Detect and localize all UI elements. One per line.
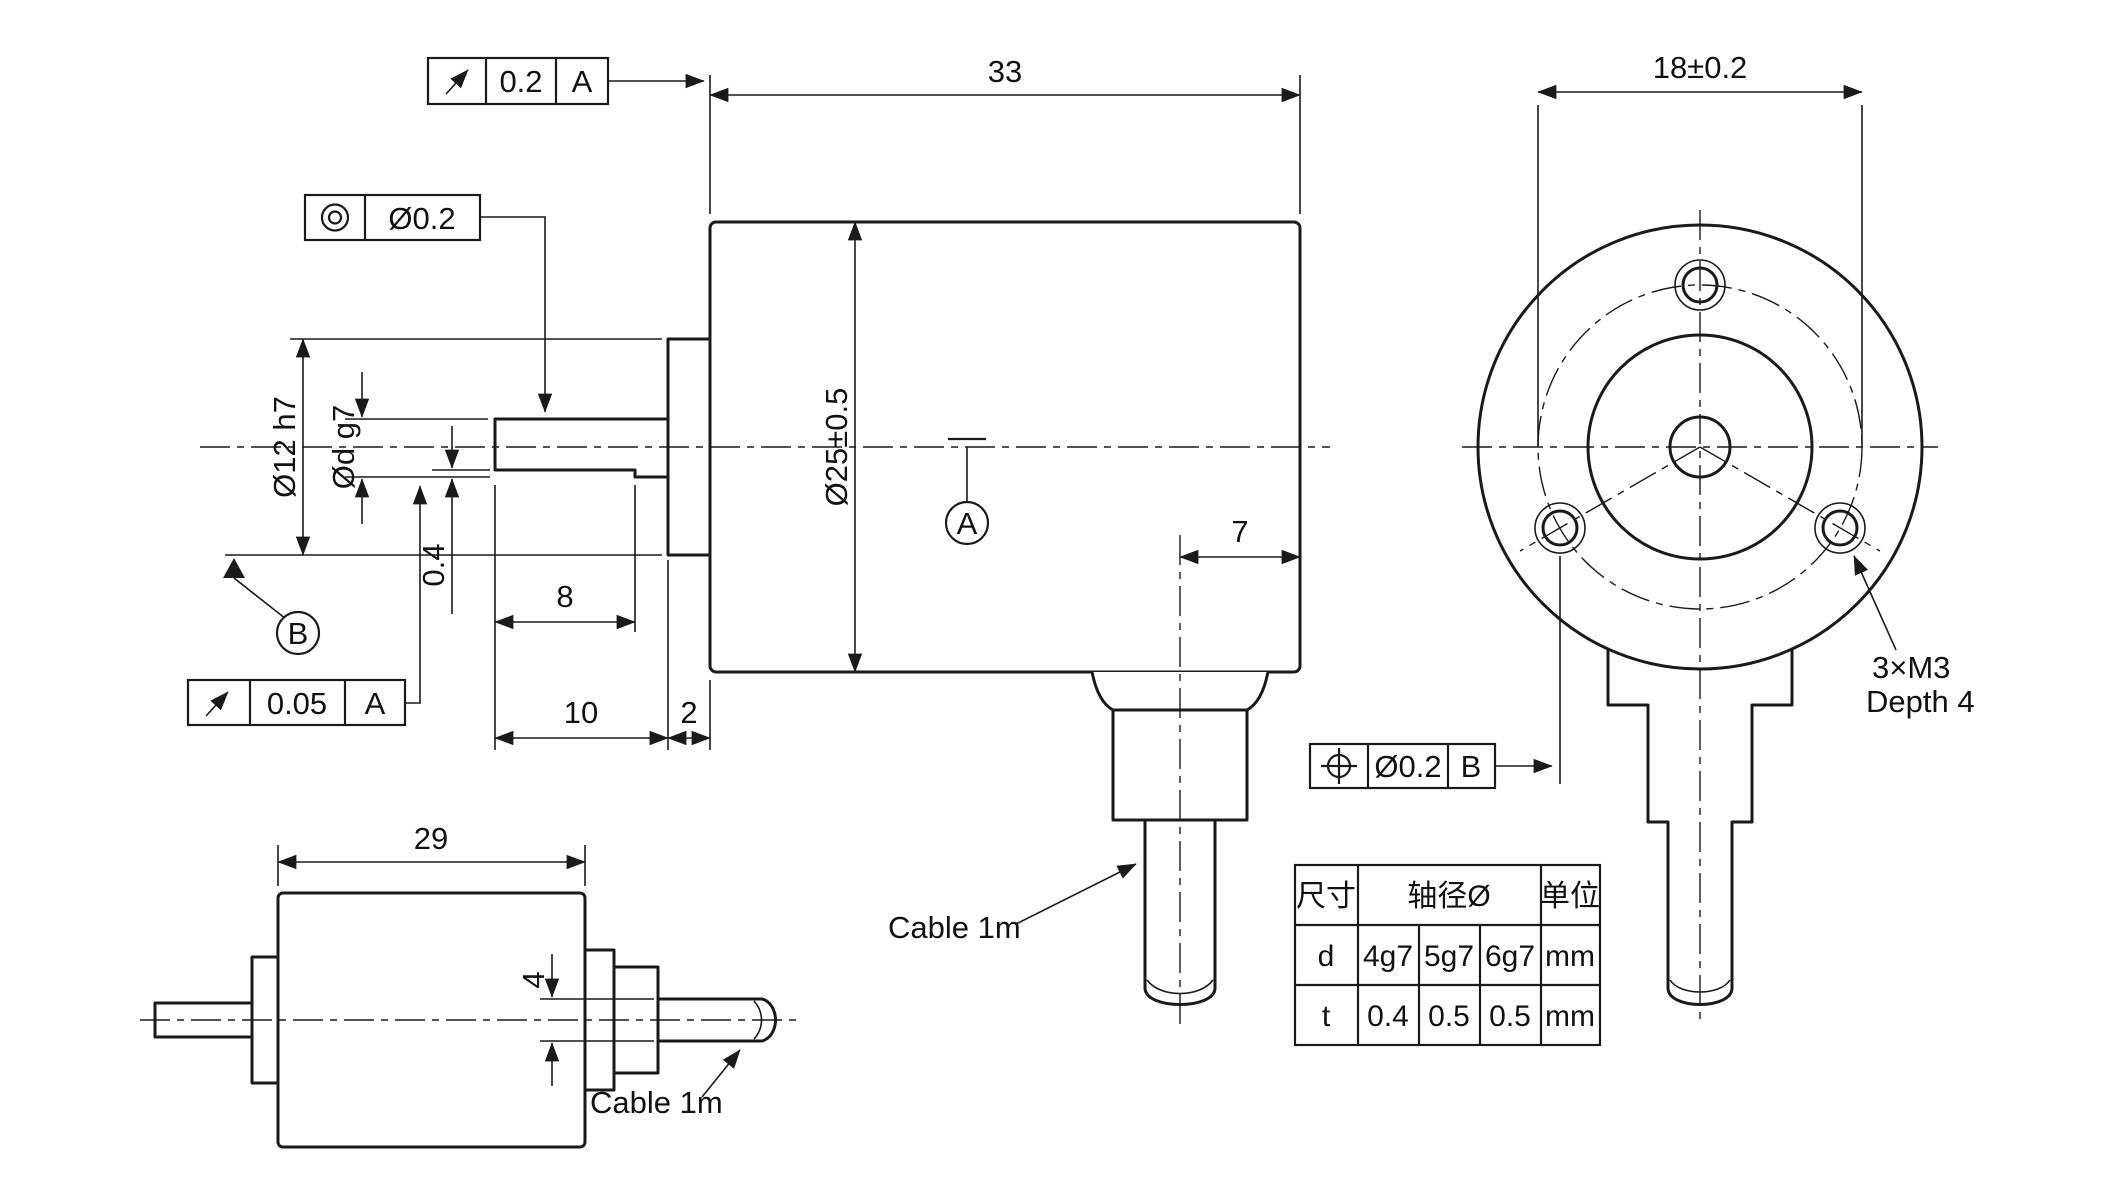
cable-label: Cable 1m [888,910,1021,945]
holes-note-line1: 3×M3 [1872,650,1950,685]
front-extension-lines [1537,105,1863,784]
dim-flat-depth: 0.4 [416,543,451,586]
fcf-position-value: Ø0.2 [1374,749,1441,784]
centerlines [200,446,1330,1025]
datum-a-label: A [957,506,978,541]
cell-t-v3: 0.5 [1489,1000,1531,1033]
cell-d-v1: 4g7 [1363,940,1413,973]
table-header-unit: 单位 [1540,880,1600,913]
small-extension-lines [277,845,654,1042]
fcf-concentricity-value: Ø0.2 [388,201,455,236]
mounting-holes [1534,259,1866,554]
dim-gland-offset: 7 [1231,514,1248,549]
holes-note: 3×M3 Depth 4 [1853,555,1975,719]
dim-boss-diameter: Ø12 h7 [267,396,302,498]
datum-b-label: B [288,616,309,651]
front-view: 18±0.2 Ø0.2 B 3×M3 Depth 4 [1308,50,1975,1020]
cell-t-v1: 0.4 [1367,1000,1409,1033]
dim-shaft-length: 10 [564,695,598,730]
fcf-shaft-runout-datum: A [365,686,386,721]
dim-boss-length: 2 [680,695,697,730]
cell-t-v2: 0.5 [1428,1000,1470,1033]
cell-d-v3: 6g7 [1485,940,1535,973]
fcf-concentricity: Ø0.2 [303,193,553,413]
fcf-shaft-runout: 0.05 A [186,485,428,727]
cell-t-unit: mm [1545,1000,1595,1033]
dim-cable-diameter: 4 [516,971,551,988]
cell-d-name: d [1318,940,1335,973]
datum-a: A [944,437,990,546]
fcf-position: Ø0.2 B [1308,742,1553,790]
table-header-shaft-dia: 轴径Ø [1407,880,1490,913]
datum-triangle [223,558,245,578]
fcf-face-runout-value: 0.2 [499,64,542,99]
fcf-face-runout-datum: A [572,64,593,99]
fcf-face-runout: 0.2 A [426,56,705,106]
main-side-view: 33 Ø25±0.5 Ø12 h7 Ød g7 0.4 8 10 2 7 A B [186,54,1330,1025]
dim-flat-length: 8 [556,579,573,614]
dim-small-body-length: 29 [414,821,448,856]
dim-body-diameter: Ø25±0.5 [819,388,854,507]
table-row-d: d 4g7 5g7 6g7 mm [1318,940,1595,973]
runout-icon [445,69,469,95]
fcf-position-datum: B [1461,749,1482,784]
fcf-shaft-runout-value: 0.05 [267,686,327,721]
dim-bolt-circle: 18±0.2 [1653,50,1748,85]
cell-d-unit: mm [1545,940,1595,973]
dim-shaft-diameter: Ød g7 [326,405,361,489]
cable-callout-small: Cable 1m [590,1049,741,1120]
spec-table: 尺寸 轴径Ø 单位 d 4g7 5g7 6g7 mm t 0.4 0.5 0.5… [1293,863,1602,1047]
cable-label: Cable 1m [590,1085,723,1120]
holes-note-line2: Depth 4 [1866,684,1975,719]
runout-icon [205,691,229,717]
concentricity-icon [320,203,350,232]
position-icon [1321,748,1357,784]
cell-t-name: t [1322,1000,1331,1033]
cable-callout-main: Cable 1m [888,863,1137,945]
table-header-size: 尺寸 [1296,880,1356,913]
table-row-t: t 0.4 0.5 0.5 mm [1322,1000,1595,1033]
datum-b: B [223,558,321,656]
cell-d-v2: 5g7 [1424,940,1474,973]
small-side-view: 29 4 Cable 1m [140,821,800,1149]
dim-body-length: 33 [988,54,1022,89]
dimension-lines [295,87,1301,746]
